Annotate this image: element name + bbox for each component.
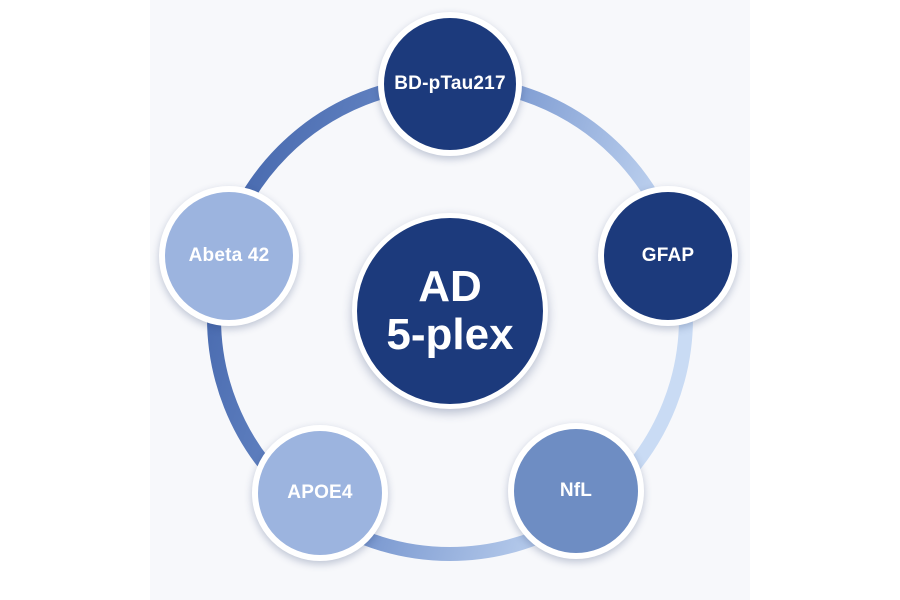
center-hub-subtitle: 5-plex xyxy=(386,310,514,359)
node-gfap: GFAP xyxy=(598,186,738,326)
node-nfl: NfL xyxy=(508,423,644,559)
node-apoe4: APOE4 xyxy=(252,425,388,561)
node-abeta-42: Abeta 42 xyxy=(159,186,299,326)
center-hub-title: AD xyxy=(418,262,482,311)
node-bd-ptau217: BD-pTau217 xyxy=(378,12,522,156)
node-abeta-42-label: Abeta 42 xyxy=(188,245,270,266)
center-hub: AD 5-plex xyxy=(352,213,548,409)
node-gfap-label: GFAP xyxy=(641,245,695,266)
node-apoe4-label: APOE4 xyxy=(287,482,353,503)
node-bd-ptau217-label: BD-pTau217 xyxy=(394,73,506,94)
node-nfl-label: NfL xyxy=(559,480,593,501)
